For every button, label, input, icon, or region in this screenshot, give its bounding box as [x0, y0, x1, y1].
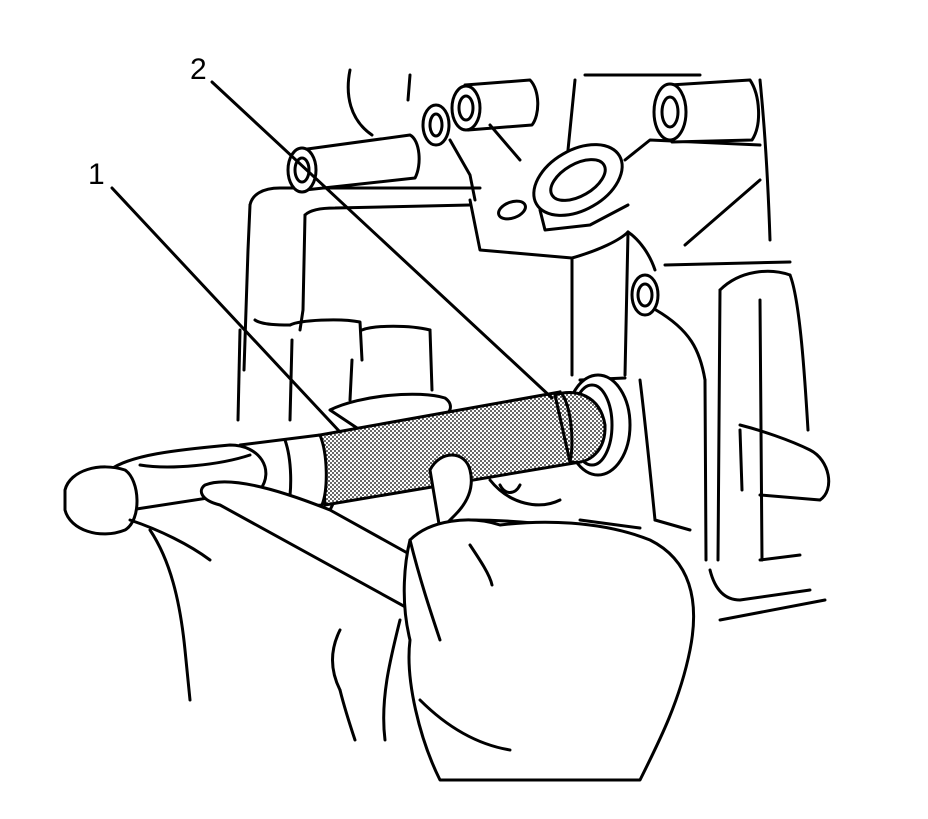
leader-line-1	[110, 186, 342, 434]
bolt-boss-upper-left	[286, 133, 421, 194]
side-port	[630, 273, 660, 317]
oil-port-boss	[497, 143, 630, 232]
bolt-boss-top-right	[652, 78, 761, 144]
transmission-case	[236, 68, 831, 622]
callout-leaders	[110, 80, 554, 434]
bolt-boss-top-left	[421, 78, 540, 202]
callout-label-2: 2	[190, 53, 207, 86]
callout-label-1: 1	[88, 158, 105, 191]
bushing-installer-tool	[236, 390, 607, 514]
leader-line-2	[210, 80, 554, 400]
right-hand	[331, 453, 696, 782]
